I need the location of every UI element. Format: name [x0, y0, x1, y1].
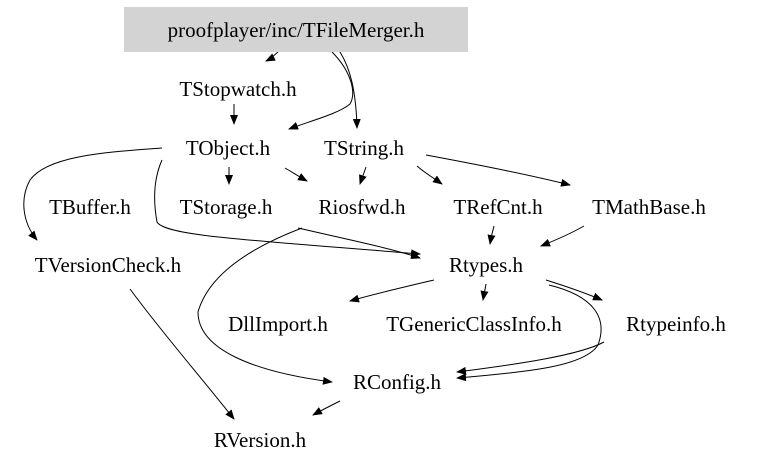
node-rversion: RVersion.h [214, 428, 307, 452]
node-tstorage: TStorage.h [180, 195, 273, 219]
edge-tstring-tmathbase [425, 154, 571, 187]
edge-tfilemerger-tstopwatch [265, 51, 279, 62]
root-node-box [124, 7, 468, 52]
node-tversioncheck: TVersionCheck.h [35, 253, 182, 277]
edge-tstring-riosfwd [359, 166, 367, 185]
node-riosfwd: Riosfwd.h [319, 195, 406, 219]
edge-rtypes-tgenericclassinfo [480, 283, 489, 301]
edge-tversioncheck-rversion [129, 288, 235, 420]
edge-tobject-tbuffer [23, 147, 163, 241]
edge-tobject-rtypes [154, 159, 421, 258]
node-dllimport: DllImport.h [228, 312, 328, 336]
node-trefcnt: TRefCnt.h [453, 195, 543, 219]
node-rtypeinfo: Rtypeinfo.h [626, 312, 726, 336]
edge-rconfig-rversion [312, 400, 341, 416]
node-tgenericclassinfo: TGenericClassInfo.h [386, 312, 562, 336]
edge-rtypeinfo-rconfig [456, 341, 605, 375]
node-rtypes: Rtypes.h [449, 253, 524, 277]
edge-tmathbase-rtypes [540, 225, 585, 247]
edge-trefcnt-rtypes [487, 225, 496, 245]
edge-riosfwd-rconfig [197, 227, 333, 385]
edges [23, 51, 605, 420]
edge-rtypes-rtypeinfo [545, 279, 603, 301]
edge-rtypes-dllimport [349, 279, 435, 303]
node-tfilemerger: proofplayer/inc/TFileMerger.h [124, 7, 468, 52]
node-tstring: TString.h [324, 136, 404, 160]
edge-tstring-trefcnt [416, 165, 443, 185]
node-tbuffer: TBuffer.h [49, 195, 131, 219]
edge-tobject-riosfwd [284, 167, 308, 182]
node-tobject: TObject.h [186, 136, 271, 160]
edge-riosfwd-rtypes [297, 227, 421, 259]
node-tstopwatch: TStopwatch.h [179, 77, 297, 101]
edge-tfilemerger-tobject [288, 51, 354, 130]
edge-tfilemerger-tstring [339, 51, 361, 129]
node-rconfig: RConfig.h [353, 370, 442, 394]
node-tmathbase: TMathBase.h [592, 195, 706, 219]
node-label-tfilemerger: proofplayer/inc/TFileMerger.h [168, 18, 425, 42]
